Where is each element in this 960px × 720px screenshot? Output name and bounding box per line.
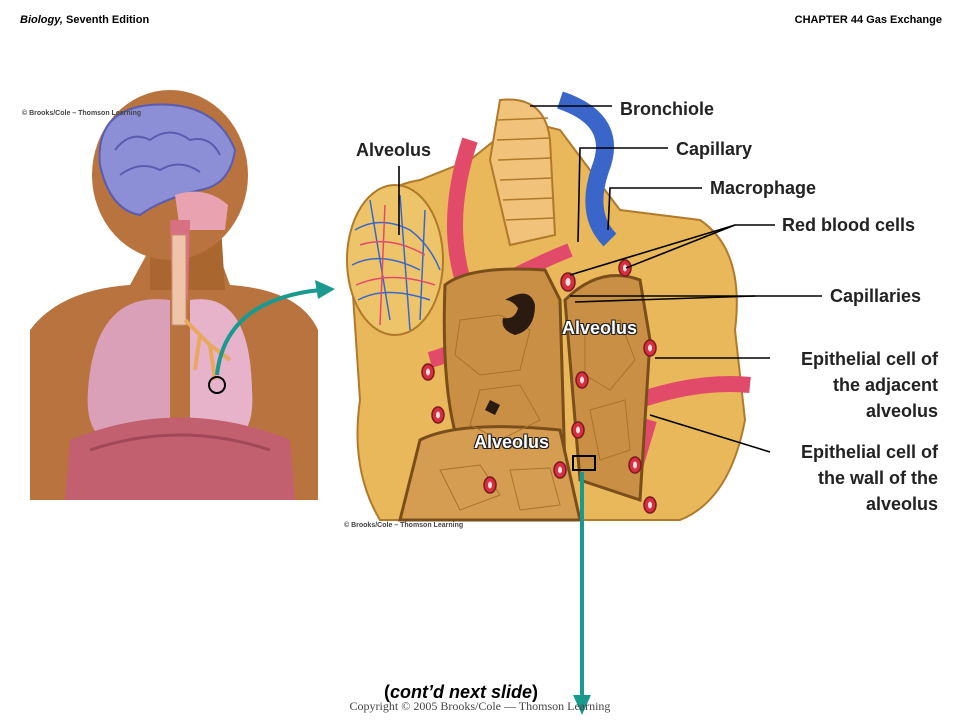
label-capillaries: Capillaries bbox=[830, 286, 922, 306]
alveoli-illustration bbox=[340, 91, 755, 530]
label-alveolus-bottom: Alveolus bbox=[474, 432, 550, 452]
down-arrow-head bbox=[573, 695, 591, 715]
copyright-footer: Copyright © 2005 Brooks/Cole — Thomson L… bbox=[349, 699, 611, 713]
left-image-credit: © Brooks/Cole – Thomson Learning bbox=[22, 110, 142, 117]
zoom-arrow-head bbox=[315, 280, 335, 299]
label-macrophage: Macrophage bbox=[710, 178, 817, 198]
caption-text: cont’d next slide bbox=[390, 682, 533, 702]
label-epithelial-adjacent-line3: alveolus bbox=[865, 401, 938, 421]
label-epithelial-adjacent-line2: the adjacent bbox=[832, 375, 938, 395]
leader-lines bbox=[398, 105, 822, 453]
label-epithelial-wall-line3: alveolus bbox=[865, 494, 938, 514]
label-epithelial-wall-line2: the wall of the bbox=[817, 468, 938, 488]
label-bronchiole: Bronchiole bbox=[620, 99, 715, 119]
book-title-header: Biology, Seventh Edition bbox=[20, 14, 149, 26]
label-red-blood-cells: Red blood cells bbox=[782, 215, 916, 235]
label-epithelial-wall-line1: Epithelial cell of bbox=[800, 442, 938, 462]
label-epithelial-wall: Epithelial cell of the wall of the alveo… bbox=[738, 439, 938, 517]
label-epithelial-adjacent: Epithelial cell of the adjacent alveolus bbox=[738, 346, 938, 424]
zoom-arrow bbox=[215, 288, 321, 376]
book-title: Biology, bbox=[20, 14, 63, 26]
human-torso-illustration bbox=[20, 90, 320, 500]
caption-contd-next-slide: (cont’d next slide) bbox=[384, 682, 539, 702]
label-capillary: Capillary bbox=[676, 139, 753, 159]
detail-box bbox=[572, 455, 596, 471]
book-edition: Seventh Edition bbox=[62, 14, 150, 26]
chapter-header: CHAPTER 44 Gas Exchange bbox=[794, 14, 942, 26]
label-alveolus-center: Alveolus bbox=[562, 318, 638, 338]
label-epithelial-adjacent-line1: Epithelial cell of bbox=[800, 349, 938, 369]
right-image-credit: © Brooks/Cole – Thomson Learning bbox=[344, 522, 464, 529]
label-alveolus-top: Alveolus bbox=[356, 140, 432, 160]
